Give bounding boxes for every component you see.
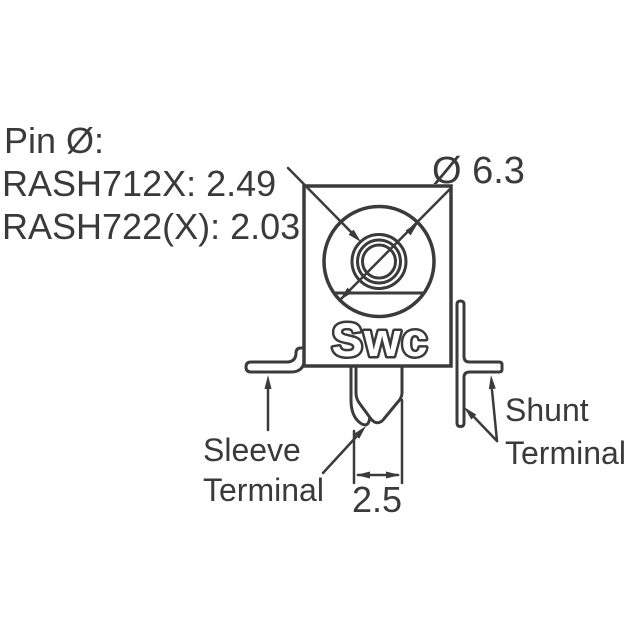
sleeve-up-arrowhead [264,375,272,389]
pin-diameter-leader-line [286,166,355,236]
shunt-terminal-label-line2: Terminal [505,435,626,471]
dim-arrowhead-right [386,471,400,479]
shunt-arrowhead-b [464,407,477,420]
brand-logo: Swc [331,313,428,366]
sleeve-pin [354,362,404,425]
pin-ring-outer [350,233,408,290]
diameter-arrowhead-ne [405,223,418,236]
barrel-diameter-dim-line [338,186,453,302]
pin-ring-middle [356,238,402,285]
sleeve-flange [244,346,306,374]
dim-arrowhead-left [356,471,370,479]
pin-diameter-value-rash712x: RASH712X: 2.49 [2,163,277,204]
sleeve-terminal-label-line2: Terminal [203,472,324,508]
pin-diameter-title: Pin Ø: [4,120,105,161]
pin-width-dimension-label: 2.5 [352,479,403,520]
pin-ring-inner [361,243,397,280]
pin-leader-arrowhead [348,229,361,242]
sleeve-terminal-label-line1: Sleeve [203,432,301,468]
barrel-diameter-label: Ø 6.3 [432,150,525,192]
shunt-terminal-label: Shunt Terminal [505,389,626,475]
pin-diameter-value-rash722x: RASH722(X): 2.03 [2,206,301,247]
sleeve-leader-arrowhead [354,426,366,439]
shunt-leader-line-a [490,388,499,443]
sleeve-terminal-label: Sleeve Terminal [203,430,324,510]
shunt-arrowhead-a [488,375,496,390]
diameter-arrowhead-sw [340,287,353,300]
shunt-terminal-label-line1: Shunt [505,392,589,428]
shunt-terminal-part [455,299,504,429]
sleeve-leader-line [321,434,359,475]
shunt-leader-line-b [472,415,499,443]
